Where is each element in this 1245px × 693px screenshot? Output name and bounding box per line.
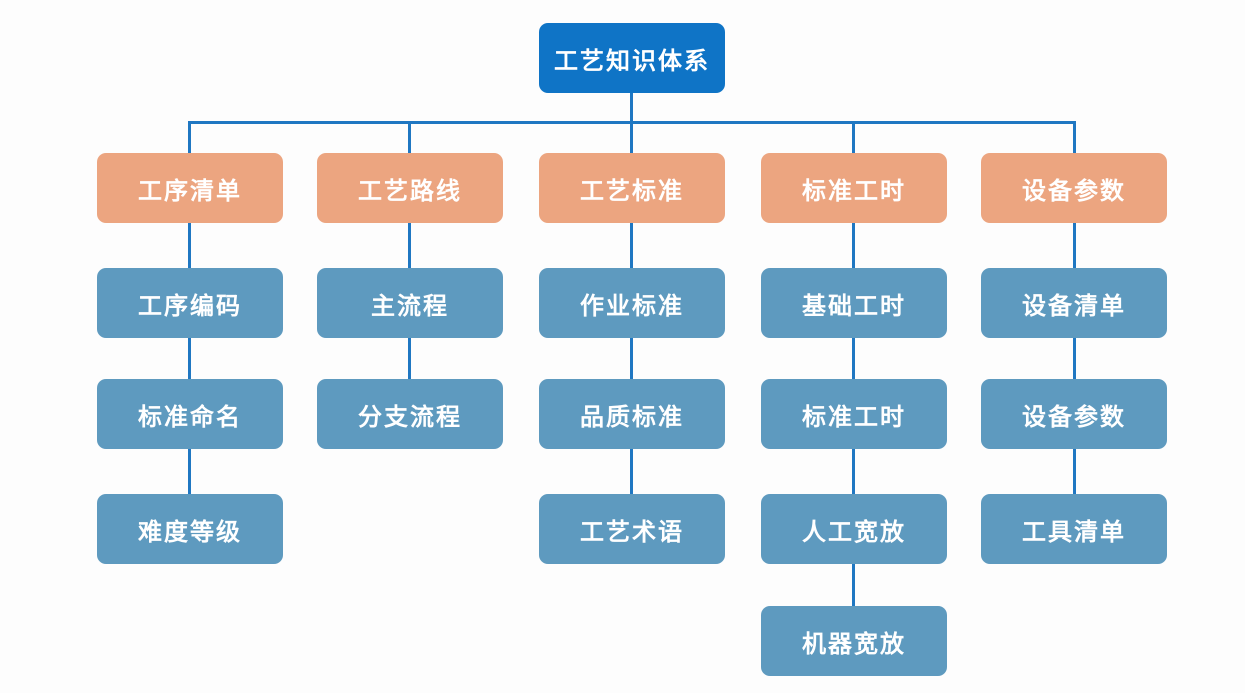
connector-col5-link-2 (1073, 338, 1076, 379)
connector-col3-link-3 (630, 449, 633, 494)
child-node-2-2: 分支流程 (317, 379, 503, 449)
connector-drop-3 (630, 121, 633, 153)
connector-col3-link-2 (630, 338, 633, 379)
branch-node-1: 工序清单 (97, 153, 283, 223)
child-node-4-4: 机器宽放 (761, 606, 947, 676)
branch-node-4: 标准工时 (761, 153, 947, 223)
connector-drop-4 (852, 121, 855, 153)
connector-col4-link-2 (852, 338, 855, 379)
connector-col4-link-1 (852, 223, 855, 268)
child-node-5-3: 工具清单 (981, 494, 1167, 564)
root-node: 工艺知识体系 (539, 23, 725, 93)
connector-col1-link-2 (188, 338, 191, 379)
child-node-3-1: 作业标准 (539, 268, 725, 338)
connector-drop-2 (408, 121, 411, 153)
child-node-4-1: 基础工时 (761, 268, 947, 338)
connector-root-stem (630, 93, 633, 122)
child-node-4-2: 标准工时 (761, 379, 947, 449)
connector-col4-link-3 (852, 449, 855, 494)
branch-node-2: 工艺路线 (317, 153, 503, 223)
connector-drop-5 (1073, 121, 1076, 153)
connector-col1-link-3 (188, 449, 191, 494)
child-node-5-2: 设备参数 (981, 379, 1167, 449)
child-node-4-3: 人工宽放 (761, 494, 947, 564)
child-node-5-1: 设备清单 (981, 268, 1167, 338)
connector-col5-link-3 (1073, 449, 1076, 494)
connector-col4-link-4 (852, 564, 855, 606)
child-node-2-1: 主流程 (317, 268, 503, 338)
child-node-1-2: 标准命名 (97, 379, 283, 449)
connector-col2-link-1 (408, 223, 411, 268)
child-node-1-1: 工序编码 (97, 268, 283, 338)
connector-col3-link-1 (630, 223, 633, 268)
connector-col5-link-1 (1073, 223, 1076, 268)
connector-col2-link-2 (408, 338, 411, 379)
child-node-1-3: 难度等级 (97, 494, 283, 564)
child-node-3-2: 品质标准 (539, 379, 725, 449)
branch-node-5: 设备参数 (981, 153, 1167, 223)
child-node-3-3: 工艺术语 (539, 494, 725, 564)
branch-node-3: 工艺标准 (539, 153, 725, 223)
connector-drop-1 (188, 121, 191, 153)
connector-col1-link-1 (188, 223, 191, 268)
